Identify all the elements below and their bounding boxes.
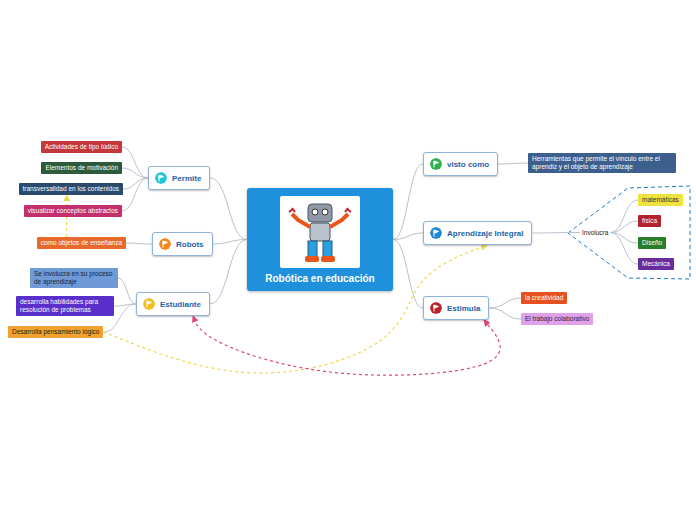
connector (122, 178, 148, 211)
icon-circle (430, 302, 442, 314)
node-label: Herramientas que permite el vínculo entr… (532, 155, 660, 170)
leaf-box: como objetos de enseñanza (37, 237, 126, 249)
leaf-box: matemáticas (638, 194, 683, 206)
plain-topic: Involucra (580, 228, 610, 237)
icon-flag (163, 241, 168, 248)
robot-part (308, 204, 332, 222)
robot-part (292, 214, 310, 227)
robot-picture (280, 196, 360, 268)
node-label: Estimula (447, 304, 480, 313)
node-label: Aprendizaje Integral (447, 229, 523, 238)
branch-box: Permite (148, 166, 210, 190)
topic-icon (143, 298, 155, 310)
robot-part (312, 209, 318, 215)
robot-part (308, 241, 317, 257)
icon-circle (430, 227, 442, 239)
connector (610, 200, 638, 232)
node-label: Actividades de tipo lúdico (45, 143, 118, 150)
connector (393, 240, 423, 309)
leaf-box: El trabajo colaborativo (521, 313, 593, 325)
connector (393, 164, 423, 240)
node-label: Diseño (642, 239, 662, 246)
robot-part (321, 256, 335, 262)
node-label: física (642, 217, 657, 224)
node-label: El trabajo colaborativo (525, 315, 589, 322)
icon-circle (159, 238, 171, 250)
node-label: como objetos de enseñanza (41, 239, 122, 246)
robot-part (289, 208, 295, 212)
robot-part (330, 214, 348, 227)
robot-part (310, 223, 330, 241)
leaf-box: Se involucra en su proceso de aprendizaj… (30, 268, 118, 288)
branch-box: Robots (152, 232, 213, 256)
robot-part (323, 241, 332, 257)
connector (118, 278, 136, 304)
icon-circle (430, 158, 442, 170)
branch-box: Estudiante (136, 292, 210, 316)
leaf-box: Actividades de tipo lúdico (41, 141, 122, 153)
icon-flag (159, 175, 164, 182)
branch-box: Estimula (423, 296, 489, 320)
node-label: desarrolla habilidades para resolución d… (20, 298, 98, 313)
leaf-box: Mecánica (638, 258, 674, 270)
robot-part (305, 256, 319, 262)
node-label: Mecánica (642, 260, 670, 267)
topic-icon (430, 302, 442, 314)
leaf-box: Elementos de motivación (41, 162, 122, 174)
robot-part (322, 209, 328, 215)
leaf-box: la creatividad (521, 292, 567, 304)
node-label: Se involucra en su proceso de aprendizaj… (34, 270, 112, 285)
icon-circle (155, 172, 167, 184)
node-label: Robots (176, 240, 204, 249)
node-label: Permite (172, 174, 201, 183)
connector (210, 240, 247, 305)
node-label: visualizar conceptos abstractos (28, 207, 118, 214)
node-label: la creatividad (525, 294, 563, 301)
topic-icon (430, 227, 442, 239)
node-label: transversalidad en los contenidos (23, 185, 119, 192)
leaf-box: Desarrolla pensamiento lógico (8, 326, 103, 338)
connector (126, 243, 152, 245)
central-topic: Robótica en educación (247, 188, 393, 291)
leaf-box: Herramientas que permite el vínculo entr… (528, 153, 676, 173)
leaf-box: transversalidad en los contenidos (19, 183, 123, 195)
topic-icon (159, 238, 171, 250)
branch-box: visto como (423, 152, 498, 176)
connector (122, 147, 148, 178)
node-label: Robótica en educación (265, 273, 374, 284)
node-label: Involucra (582, 229, 608, 236)
connector (489, 308, 521, 319)
robot-figure (289, 204, 351, 262)
connector (393, 233, 423, 240)
node-label: visto como (447, 160, 489, 169)
leaf-box: desarrolla habilidades para resolución d… (16, 296, 114, 316)
connector (122, 168, 148, 178)
connector (610, 233, 638, 265)
topic-icon (430, 158, 442, 170)
branch-box: Aprendizaje Integral (423, 221, 532, 245)
icon-flag (434, 161, 439, 168)
leaf-box: física (638, 215, 661, 227)
topic-icon (155, 172, 167, 184)
icon-flag (434, 305, 439, 312)
node-label: matemáticas (642, 196, 679, 203)
icon-circle (143, 298, 155, 310)
connector (532, 232, 580, 234)
connector (210, 178, 247, 240)
connector (610, 221, 638, 232)
connector (498, 163, 528, 165)
icon-flag (434, 230, 439, 237)
node-label: Desarrolla pensamiento lógico (12, 328, 99, 335)
boundary-outline (568, 186, 690, 279)
robot-part (345, 208, 351, 212)
node-label: Elementos de motivación (45, 164, 118, 171)
leaf-box: Diseño (638, 237, 666, 249)
leaf-box: visualizar conceptos abstractos (24, 205, 122, 217)
connector (489, 298, 521, 308)
icon-flag (147, 301, 152, 308)
node-label: Estudiante (160, 300, 201, 309)
connector (193, 316, 500, 375)
